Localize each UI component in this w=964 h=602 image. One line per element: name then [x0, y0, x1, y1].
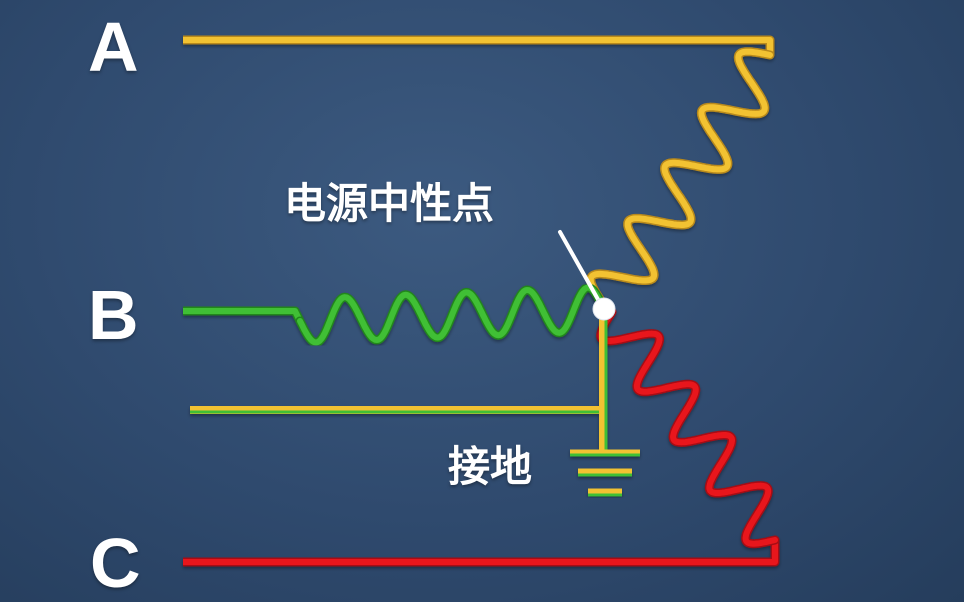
phase-b-label: B [88, 276, 139, 354]
phase-a-wire [183, 35, 775, 310]
phase-c-label: C [90, 524, 141, 602]
phase-c-wire [183, 307, 780, 567]
phase-b-wire [183, 283, 609, 347]
neutral-pointer-line [558, 230, 602, 305]
ground-icon [570, 448, 640, 497]
phase-a-label: A [88, 8, 139, 86]
neutral-conductor [190, 318, 608, 452]
phase-a-coil [586, 47, 775, 310]
phase-c-coil [596, 307, 780, 549]
neutral-point-label: 电源中性点 [284, 179, 495, 228]
ground-label: 接地 [448, 442, 533, 491]
neutral-point-dot [592, 297, 616, 321]
